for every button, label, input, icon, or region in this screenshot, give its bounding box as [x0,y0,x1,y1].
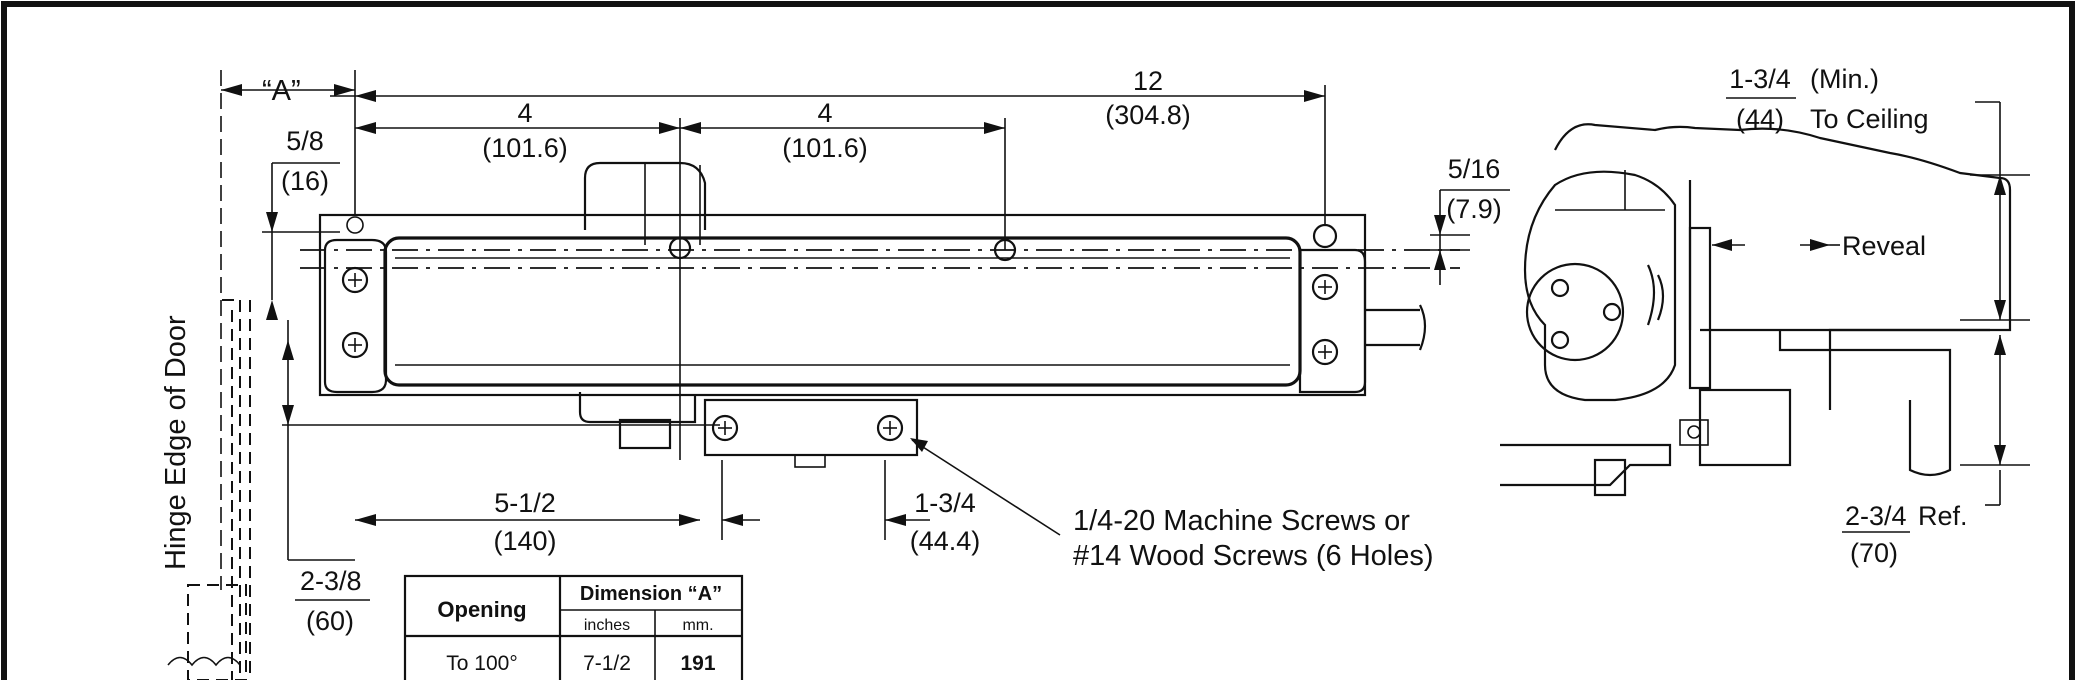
dimension-right-offset: 5/16 (7.9) [1430,154,1510,285]
dimension-a-table: Opening Dimension “A” inches mm. To 100°… [403,574,744,680]
dim-side-offset-mm: (60) [306,606,354,636]
dim-top-offset-mm: (16) [281,166,329,196]
dimension-a: “A” [221,75,355,107]
dimension-a-label: “A” [262,75,301,107]
dim-ceiling-note1: (Min.) [1810,64,1879,94]
dim-top-offset-inches: 5/8 [286,126,324,156]
screws-note-line2: #14 Wood Screws (6 Holes) [1073,540,1434,572]
dim-bottom2-inches: 1-3/4 [914,488,976,518]
dimension-ceiling: 1-3/4 (44) (Min.) To Ceiling [1726,64,2030,321]
dimension-bottom: 5-1/2 (140) 1-3/4 (44.4) [355,460,980,556]
dim-ref-inches: 2-3/4 [1845,501,1907,531]
dim-ref-note: Ref. [1918,501,1968,531]
dim-overall-inches: 12 [1133,66,1163,96]
dimension-side-offset: 2-3/8 (60) [282,320,720,636]
dim-right-offset-mm: (7.9) [1446,194,1502,224]
dimension-segments-4: 4 (101.6) 4 (101.6) [355,98,1006,460]
dim-seg1-inches: 4 [517,98,532,128]
dimension-ref: 2-3/4 Ref. (70) [1842,335,2030,568]
table-header-opening: Opening [437,597,526,622]
dim-seg1-mm: (101.6) [482,133,568,163]
table-cell-inches: 7-1/2 [583,652,631,675]
dim-ceiling-inches: 1-3/4 [1729,64,1791,94]
dimension-top-offset: 5/8 (16) [262,126,340,320]
screws-note-line1: 1/4-20 Machine Screws or [1073,505,1410,537]
dim-ref-mm: (70) [1850,538,1898,568]
dim-ceiling-note2: To Ceiling [1810,104,1929,134]
dim-bottom1-mm: (140) [493,526,556,556]
dim-side-offset-inches: 2-3/8 [300,566,362,596]
hinge-edge-label: Hinge Edge of Door [160,315,192,570]
dimension-reveal: Reveal [1712,231,1926,261]
dim-overall-mm: (304.8) [1105,100,1191,130]
dim-seg2-inches: 4 [817,98,832,128]
hinge-edge-of-door [167,70,251,680]
dim-bottom2-mm: (44.4) [910,526,981,556]
door-closer-side-view [1500,123,2012,497]
dimension-overall-12: 12 (304.8) [330,66,1326,225]
table-subheader-mm: mm. [682,617,713,634]
dim-ceiling-mm: (44) [1736,104,1784,134]
table-cell-opening: To 100° [446,652,517,675]
screws-leader [910,438,1061,536]
dim-bottom1-inches: 5-1/2 [494,488,556,518]
table-cell-mm: 191 [680,652,715,675]
table-header-dimension: Dimension “A” [580,583,722,605]
dim-right-offset-inches: 5/16 [1448,154,1501,184]
door-closer-front-view [300,161,1460,468]
table-subheader-inches: inches [584,617,630,634]
dim-reveal-label: Reveal [1842,231,1926,261]
dim-seg2-mm: (101.6) [782,133,868,163]
